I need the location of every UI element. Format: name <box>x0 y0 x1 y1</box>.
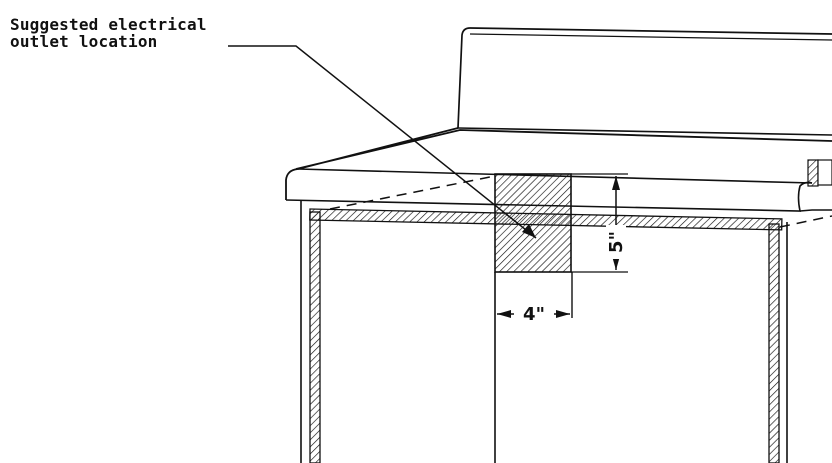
height-dimension-label: 5" <box>606 231 627 253</box>
width-label-bg <box>514 304 554 324</box>
callout-leader-line <box>228 45 537 239</box>
right-edge-fixture <box>807 159 819 187</box>
backsplash-edge <box>469 33 832 41</box>
outlet-location-zone <box>494 173 572 273</box>
right-edge-fixture-cap <box>817 159 832 186</box>
width-dimension-label: 4" <box>523 304 545 325</box>
backsplash-bottom <box>457 127 832 136</box>
dashed-underside-right <box>779 215 832 228</box>
outlet-location-callout: Suggested electrical outlet location <box>10 15 207 51</box>
height-arrow-bottom <box>612 256 620 270</box>
counter-top-outline <box>285 127 832 200</box>
width-arrow-left <box>497 310 511 318</box>
cabinet-right-wall <box>768 223 780 463</box>
dashed-underside-left <box>329 175 496 210</box>
callout-arrow-head <box>522 224 536 238</box>
backsplash-outline <box>457 27 832 129</box>
counter-right-return <box>799 209 832 212</box>
width-arrow-right <box>556 310 570 318</box>
height-label-bg <box>606 225 626 259</box>
cabinet-left-wall <box>309 211 321 463</box>
height-arrow-top <box>612 176 620 190</box>
